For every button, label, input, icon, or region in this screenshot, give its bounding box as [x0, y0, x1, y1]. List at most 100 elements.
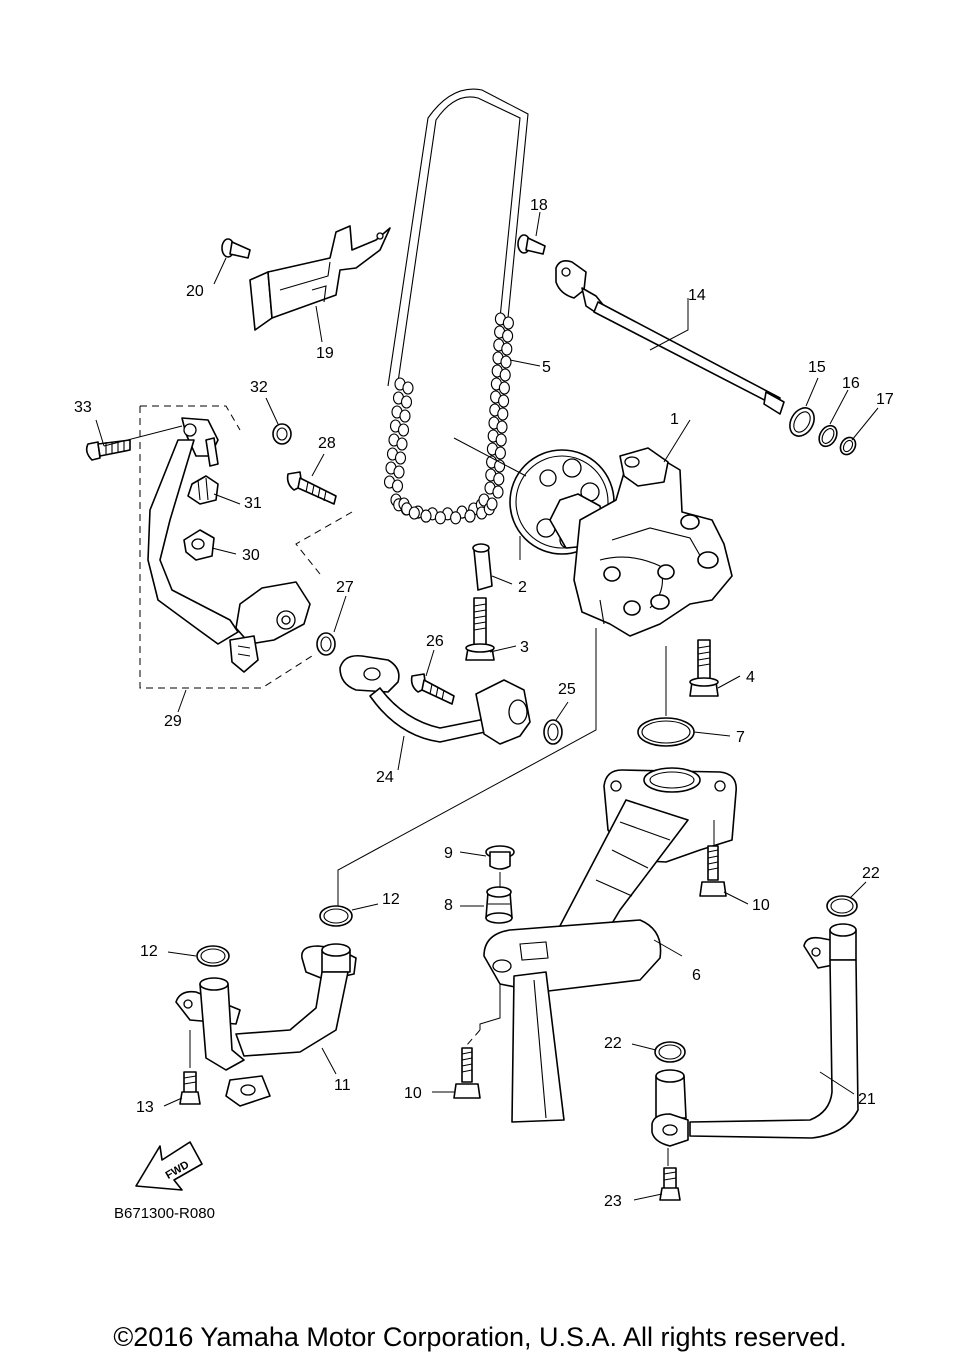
chain-link: [498, 394, 510, 408]
chain-link: [497, 407, 509, 421]
label-4: 4: [746, 669, 755, 686]
bolt-4: [689, 639, 719, 697]
label-6: 6: [692, 967, 701, 984]
bolt-28: [286, 471, 337, 505]
oil-pipe-21: [651, 923, 859, 1147]
chain-link: [502, 329, 514, 343]
oil-pipe-11: [175, 943, 357, 1107]
label-11: 11: [334, 1077, 351, 1094]
label-30: 30: [242, 547, 260, 564]
chain-link: [498, 381, 510, 395]
oil-strainer-6: [483, 767, 737, 1123]
copyright-notice: ©2016 Yamaha Motor Corporation, U.S.A. A…: [113, 1322, 847, 1352]
chain-link: [397, 423, 410, 437]
oil-pipe-group-29: [139, 405, 353, 689]
gasket-32: [272, 423, 292, 445]
diagram-code: B671300-R080: [114, 1205, 215, 1222]
clamp-30: [183, 529, 215, 561]
oil-pump-chain: [383, 88, 529, 525]
bolt-10-lower: [453, 1047, 481, 1099]
label-1: 1: [670, 411, 679, 428]
bolt-23: [659, 1167, 681, 1201]
label-18: 18: [530, 197, 548, 214]
label-12-lower: 12: [140, 943, 158, 960]
chain-link: [501, 342, 513, 356]
label-17: 17: [876, 391, 894, 408]
o-ring-22-lower: [654, 1041, 686, 1063]
label-20: 20: [186, 283, 204, 300]
chain-link: [486, 497, 498, 511]
damper-8: [485, 886, 513, 924]
label-32: 32: [250, 379, 268, 396]
label-27: 27: [336, 579, 354, 596]
bolt-13: [179, 1071, 201, 1105]
chain-link: [393, 465, 405, 479]
chain-link: [434, 511, 446, 525]
bolt-18: [517, 234, 546, 255]
chain-link: [499, 368, 511, 382]
o-ring-15: [789, 407, 815, 437]
label-9: 9: [444, 845, 453, 862]
bushing-9: [485, 845, 515, 870]
gasket-25: [543, 719, 563, 745]
label-13: 13: [136, 1099, 154, 1116]
clamp-31: [187, 475, 219, 505]
o-ring-12-lower: [196, 945, 230, 967]
label-10-upper: 10: [752, 897, 770, 914]
chain-link: [396, 437, 408, 451]
label-15: 15: [808, 359, 826, 376]
label-14: 14: [688, 287, 706, 304]
bolt-26: [410, 673, 455, 705]
chain-link: [394, 451, 407, 465]
chain-link: [408, 506, 420, 520]
label-28: 28: [318, 435, 336, 452]
leader-lines: [95, 211, 879, 1201]
chain-link: [493, 472, 505, 486]
dowel-pin-2: [472, 543, 493, 591]
label-12-upper: 12: [382, 891, 400, 908]
label-22-lower: 22: [604, 1035, 622, 1052]
label-33: 33: [74, 399, 92, 416]
chain-link: [494, 446, 506, 460]
label-7: 7: [736, 729, 745, 746]
chain-link: [500, 355, 512, 369]
bracket-19: [249, 225, 391, 331]
label-2: 2: [518, 579, 527, 596]
chain-link: [391, 479, 404, 493]
forward-direction-arrow: FWD: [135, 1141, 203, 1191]
label-10-lower: 10: [404, 1085, 422, 1102]
bolt-20: [221, 238, 251, 259]
chain-link: [496, 420, 508, 434]
oil-pipe-24: [339, 654, 531, 745]
label-22-upper: 22: [862, 865, 880, 882]
oil-pump-assembly-1: [509, 447, 733, 637]
o-ring-12-upper: [319, 905, 353, 927]
part-labels: 1 2 3 4 5 6 7 8 9 10 10 11 12 12 13 14 1…: [74, 197, 894, 1210]
bolt-10-upper: [699, 845, 727, 897]
label-5: 5: [542, 359, 551, 376]
label-31: 31: [244, 495, 262, 512]
chain-link: [450, 511, 462, 525]
chain-link: [492, 485, 504, 499]
label-21: 21: [858, 1091, 876, 1108]
label-8: 8: [444, 897, 453, 914]
oil-delivery-pipe-14: [555, 260, 785, 415]
label-24: 24: [376, 769, 394, 786]
o-ring-7: [637, 717, 695, 747]
chain-link: [464, 509, 476, 523]
chain-link: [402, 381, 414, 395]
chain-link: [420, 509, 432, 523]
chain-link: [399, 409, 411, 423]
label-3: 3: [520, 639, 529, 656]
chain-link: [400, 395, 413, 409]
label-26: 26: [426, 633, 444, 650]
chain-link: [495, 433, 507, 447]
label-19: 19: [316, 345, 334, 362]
label-25: 25: [558, 681, 576, 698]
chain-link: [502, 316, 514, 330]
o-ring-22-upper: [826, 895, 858, 917]
bolt-33: [85, 439, 131, 461]
gasket-27: [316, 632, 336, 656]
label-23: 23: [604, 1193, 622, 1210]
